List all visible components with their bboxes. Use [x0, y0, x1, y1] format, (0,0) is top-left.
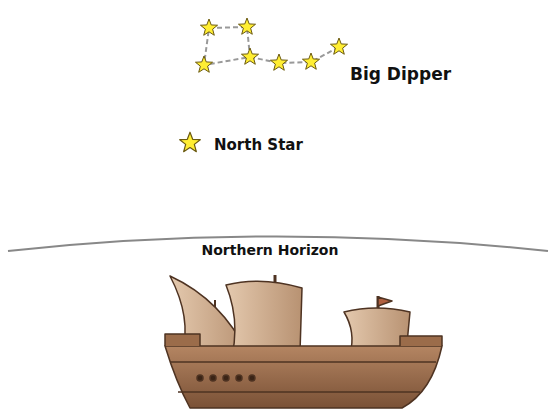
text-label: Big Dipper — [350, 64, 451, 84]
text-label: Northern Horizon — [202, 242, 339, 259]
north-star — [180, 132, 201, 152]
text-label: North Star — [214, 136, 303, 154]
ship — [165, 275, 442, 408]
big-dipper-stars — [195, 18, 347, 72]
